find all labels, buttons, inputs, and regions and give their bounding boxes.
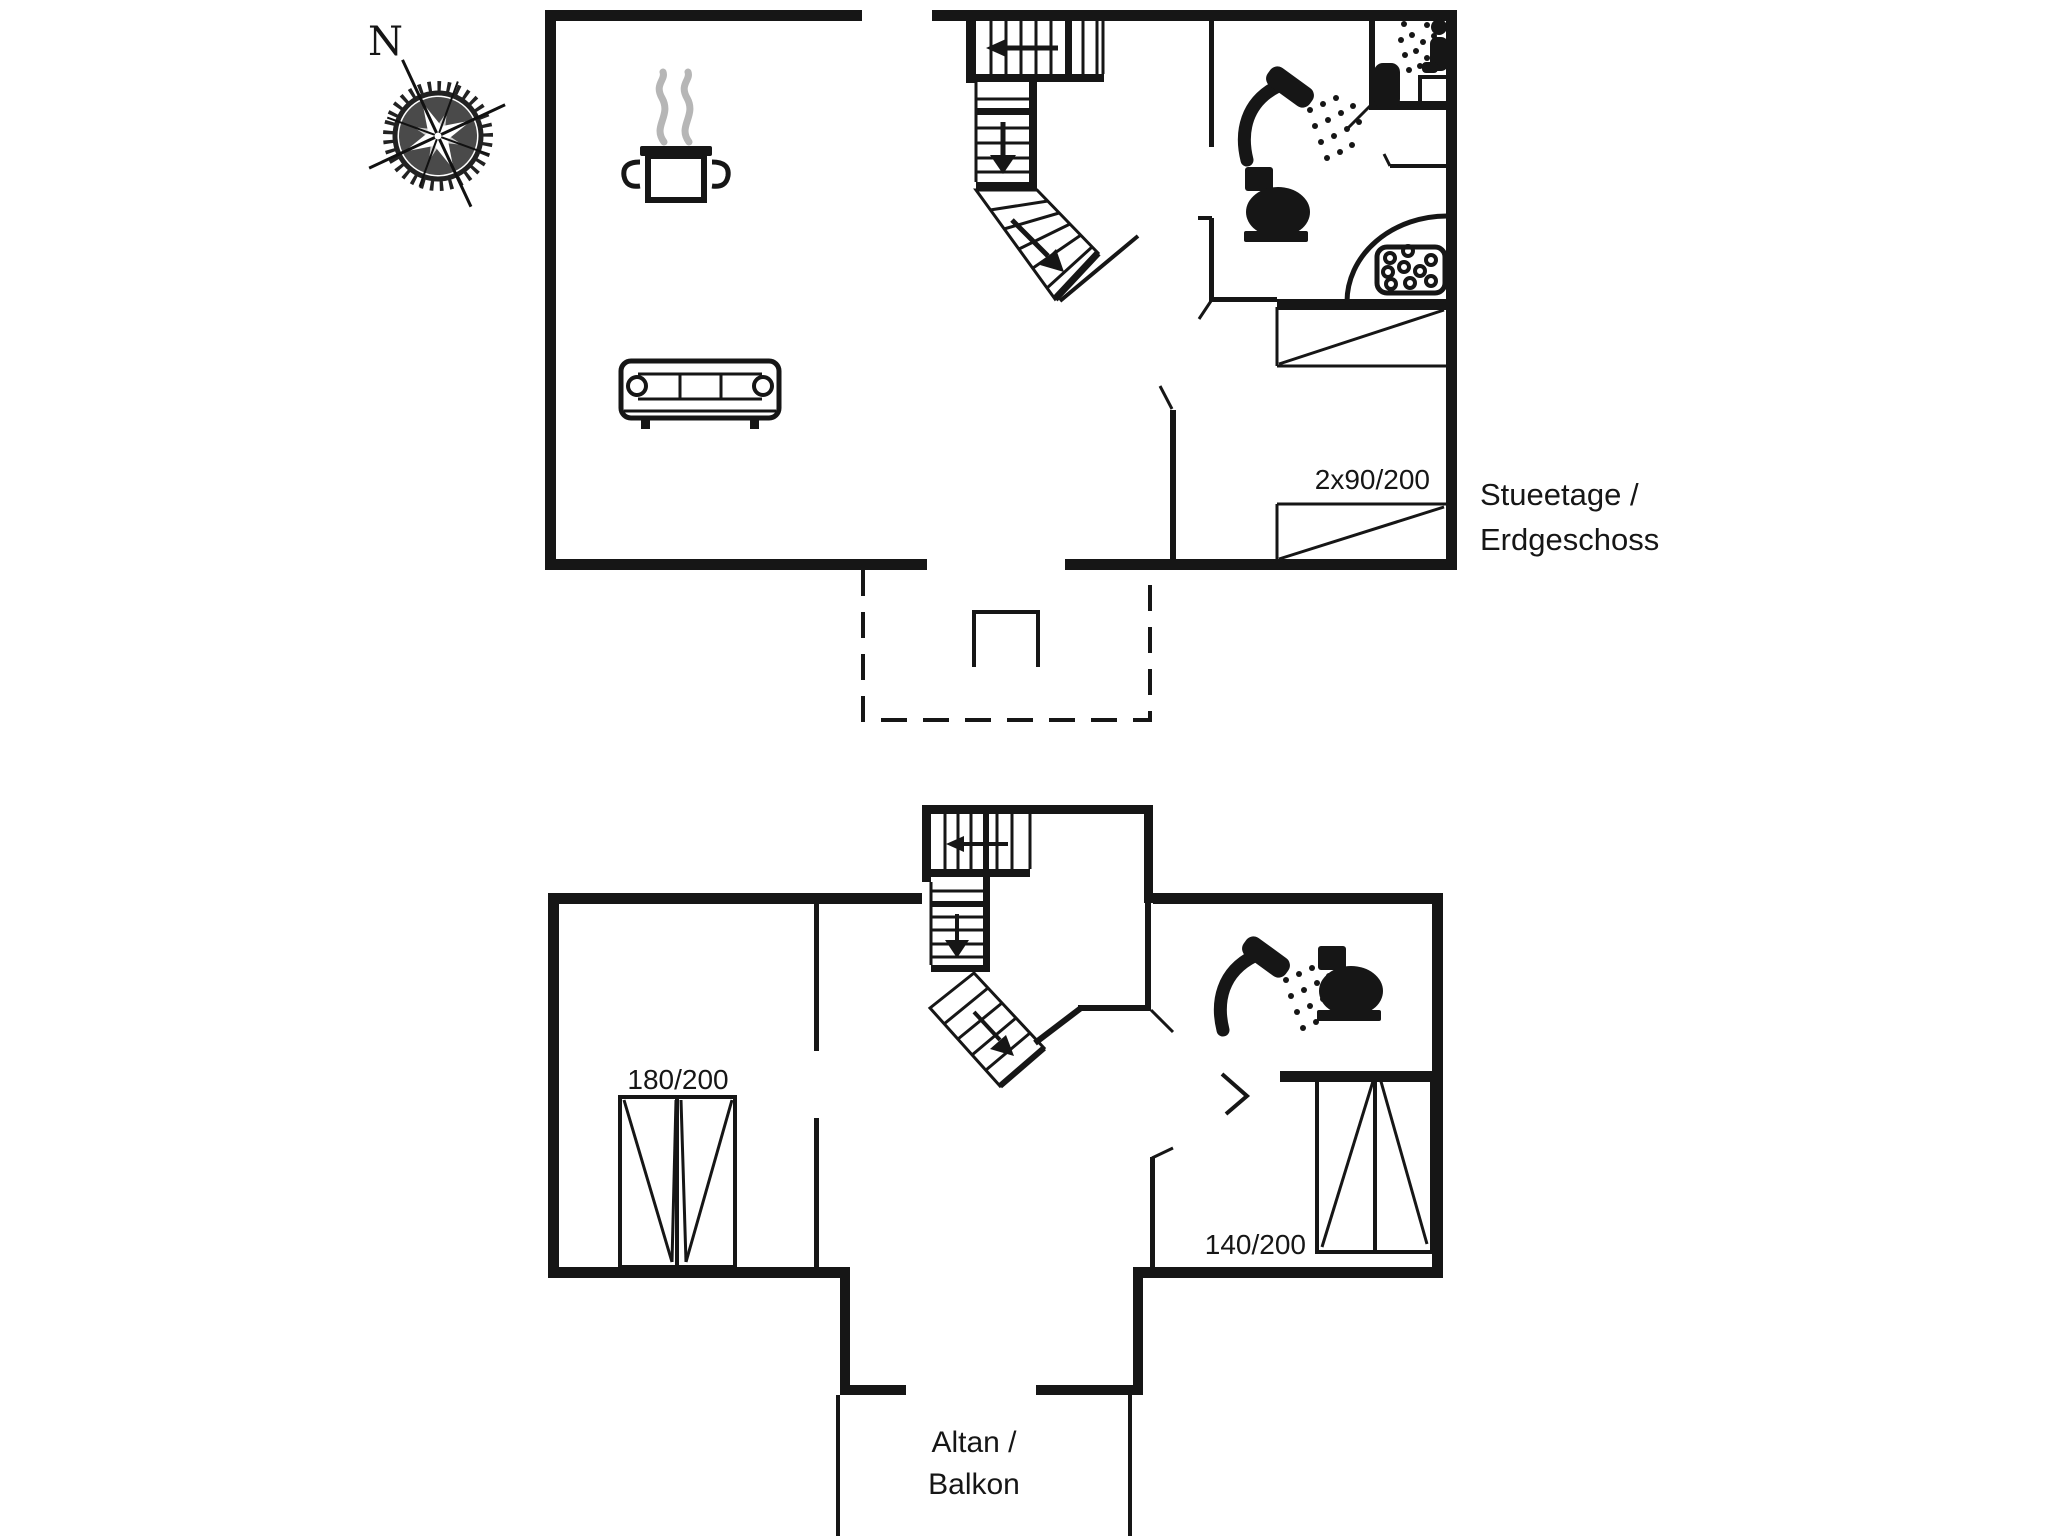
ground-floor-plan: 2x90/200 Stueetage / Erdgeschoss: [545, 10, 1659, 722]
washbasin-icon: [1344, 213, 1448, 303]
ground-floor-door-swings: [1158, 103, 1392, 410]
staircase-down-icon-upper: [927, 814, 1047, 1089]
ground-floor-title-line1: Stueetage /: [1480, 477, 1639, 512]
ground-floor-title-line2: Erdgeschoss: [1480, 522, 1659, 557]
shower-icon-ground: [1244, 63, 1362, 161]
staircase-down-icon-ground: [966, 21, 1140, 303]
balcony-label-line1: Altan /: [931, 1426, 1017, 1459]
bed-symbol-ground-2: [1275, 502, 1446, 561]
toilet-icon-upper: [1317, 946, 1383, 1021]
compass-north-label: N: [368, 19, 403, 65]
sauna-icon: [1374, 15, 1457, 108]
ground-floor-walls: [545, 10, 1457, 570]
bed-symbol-upper-right: [1315, 1073, 1434, 1254]
toilet-icon-ground: [1244, 167, 1310, 242]
cooking-pot-icon: [621, 68, 731, 203]
bed-dimension-label-upper-right: 140/200: [1205, 1229, 1306, 1260]
upper-floor-plan: 180/200 140/200 Altan / Balkon: [548, 805, 1443, 1536]
compass-rose-icon: N: [368, 19, 506, 208]
sofa-icon: [618, 358, 782, 429]
upper-floor-door-swings: [1033, 1005, 1251, 1160]
bed-dimension-label-upper-left: 180/200: [627, 1064, 728, 1095]
balcony-label-line2: Balkon: [928, 1468, 1020, 1501]
terrace-step: [972, 610, 1040, 667]
terrace-dashed-outline: [861, 570, 1152, 722]
bed-symbol-upper-left: [618, 1095, 737, 1269]
steam-icon: [655, 68, 669, 146]
bed-dimension-label-ground: 2x90/200: [1315, 464, 1430, 495]
bed-symbol-ground-1: [1275, 307, 1446, 368]
upper-floor-walls: [548, 805, 1443, 1536]
